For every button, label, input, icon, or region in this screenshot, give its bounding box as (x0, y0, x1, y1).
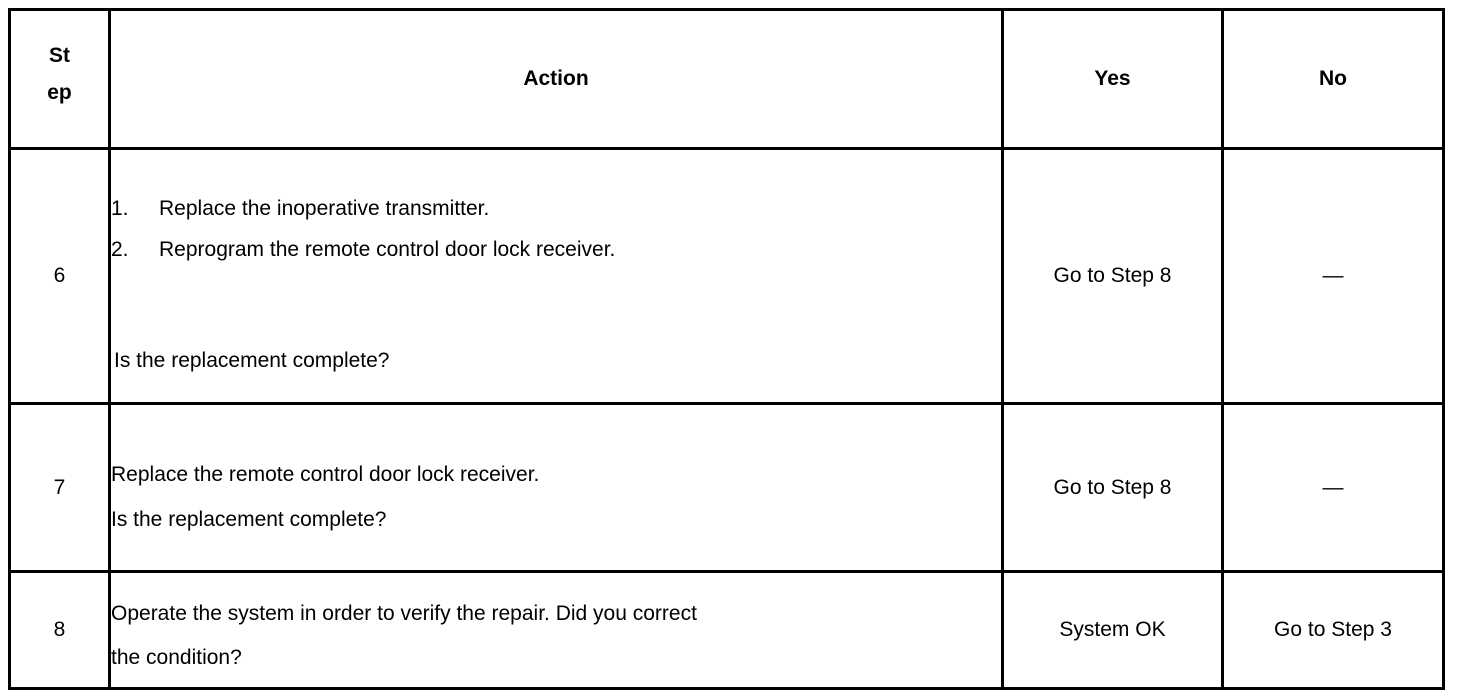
action-mid-spacer (111, 279, 1001, 349)
table-header: St ep Action Yes No (8, 8, 1445, 150)
table-row: 6 1. Replace the inoperative transmitter… (8, 147, 1445, 405)
column-header-yes: Yes (1001, 8, 1224, 150)
column-header-step: St ep (8, 8, 111, 150)
action-line-1: Replace the remote control door lock rec… (111, 463, 540, 487)
action-cell: Replace the remote control door lock rec… (108, 402, 1004, 573)
yes-answer-cell: Go to Step 8 (1001, 147, 1224, 405)
column-header-step-line2: ep (47, 81, 72, 104)
table-row: 7 Replace the remote control door lock r… (8, 402, 1445, 573)
header-row: St ep Action Yes No (8, 8, 1445, 150)
action-question: Is the replacement complete? (114, 349, 390, 373)
action-top-spacer (111, 443, 1001, 463)
action-line-1: Operate the system in order to verify th… (111, 601, 697, 625)
action-top-spacer (111, 590, 1001, 602)
yes-answer-cell: Go to Step 8 (1001, 402, 1224, 573)
action-numbered-list: 1. Replace the inoperative transmitter. … (111, 197, 1001, 262)
action-cell: 1. Replace the inoperative transmitter. … (108, 147, 1004, 405)
no-answer-cell: Go to Step 3 (1221, 570, 1445, 690)
list-item-number: 1. (111, 196, 129, 220)
yes-answer-cell: System OK (1001, 570, 1224, 690)
list-item-text: Replace the inoperative transmitter. (159, 196, 490, 220)
list-item: 1. Replace the inoperative transmitter. (111, 197, 1001, 221)
column-header-no: No (1221, 8, 1445, 150)
list-item-number: 2. (111, 237, 129, 261)
action-line-2: the condition? (111, 646, 242, 669)
step-number-cell: 6 (8, 147, 111, 405)
no-answer-cell: — (1221, 147, 1445, 405)
action-cell: Operate the system in order to verify th… (108, 570, 1004, 690)
table-body: 6 1. Replace the inoperative transmitter… (8, 147, 1445, 690)
table-row: 8 Operate the system in order to verify … (8, 570, 1445, 690)
action-top-spacer (111, 179, 1001, 197)
list-item-text: Reprogram the remote control door lock r… (159, 237, 616, 261)
column-header-action: Action (108, 8, 1004, 150)
action-line-2: Is the replacement complete? (111, 507, 387, 531)
list-item: 2. Reprogram the remote control door loc… (111, 238, 1001, 262)
step-number-cell: 8 (8, 570, 111, 690)
step-number-cell: 7 (8, 402, 111, 573)
column-header-step-line1: St (49, 44, 70, 68)
diagnostic-step-table: St ep Action Yes No 6 1. Replace the ino… (8, 8, 1445, 690)
no-answer-cell: — (1221, 402, 1445, 573)
